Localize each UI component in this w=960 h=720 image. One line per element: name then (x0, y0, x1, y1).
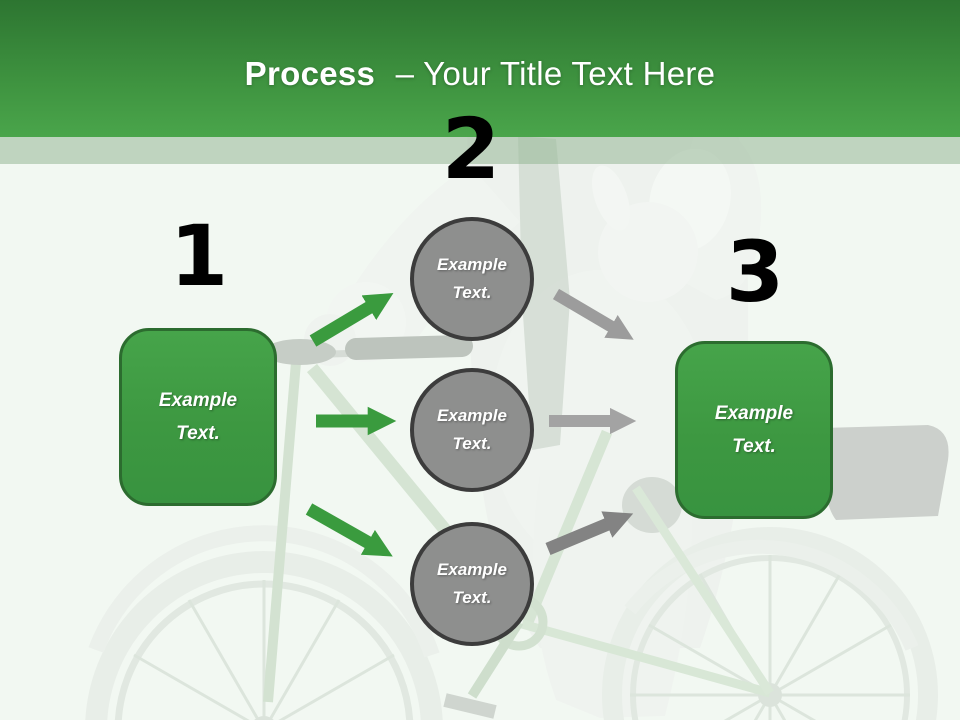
step3-text-line2: Text. (732, 436, 776, 457)
arrow-circle3-to-box3 (545, 511, 634, 555)
step2-circle3-line2: Text. (452, 588, 492, 607)
step2-circle-2: Example Text. (410, 368, 534, 492)
step2-circle2-line2: Text. (452, 434, 492, 453)
step3-text-line1: Example (714, 402, 794, 424)
title-rest: – Your Title Text Here (395, 54, 716, 92)
step2-circle-3: Example Text. (410, 522, 534, 646)
arrow-circle1-to-box3 (552, 288, 634, 340)
step1-text-line1: Example (158, 389, 238, 411)
step3-text-box: Example Text. (675, 341, 833, 519)
arrow-box1-to-circle1 (309, 293, 394, 347)
title-emphasis: Process (244, 54, 376, 92)
step-number-3: 3 (725, 223, 785, 321)
step2-circle3-line1: Example (437, 559, 507, 579)
step2-circle1-line1: Example (437, 254, 507, 274)
step1-text-box: Example Text. (119, 328, 277, 506)
step-number-1: 1 (169, 207, 229, 305)
page-title: Process – Your Title Text Here (245, 45, 716, 93)
step2-circle-1: Example Text. (410, 217, 534, 341)
arrow-box1-to-circle3 (305, 503, 393, 557)
step2-circle1-line2: Text. (452, 283, 492, 302)
step2-circle2-line1: Example (437, 405, 507, 425)
slide-header: Process – Your Title Text Here (0, 0, 960, 137)
step1-text-line2: Text. (176, 423, 220, 444)
step-number-2: 2 (441, 100, 501, 198)
header-accent-band (0, 137, 960, 164)
